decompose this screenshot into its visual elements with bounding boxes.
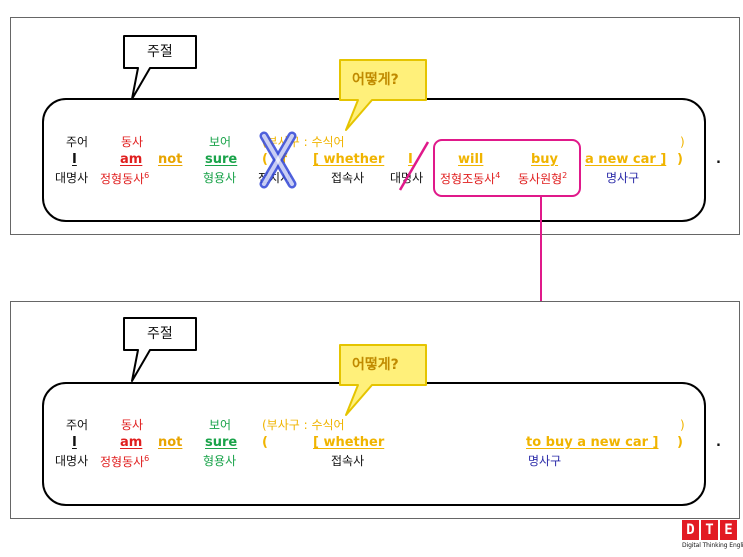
bottom-word-whether: [ whether bbox=[313, 435, 385, 450]
bottom-role-complement: 보어 bbox=[209, 418, 232, 432]
bottom-word-not: not bbox=[158, 435, 183, 450]
top-pos-modal-sup: 4 bbox=[495, 171, 501, 180]
top-pos-base-verb-sup: 2 bbox=[562, 171, 568, 180]
top-word-not: not bbox=[158, 152, 183, 167]
bottom-sentence-box bbox=[42, 382, 706, 506]
bottom-word-to-buy: to buy a new car ] bbox=[526, 435, 659, 450]
top-callout-how bbox=[339, 59, 427, 131]
bottom-callout-main-clause bbox=[123, 317, 197, 382]
bottom-role-verb: 동사 bbox=[121, 418, 144, 432]
top-word-whether: [ whether bbox=[313, 152, 385, 167]
cross-mark-icon bbox=[259, 131, 297, 189]
bottom-main-clause-text: 주절 bbox=[147, 326, 173, 342]
bottom-how-text: 어떻게? bbox=[352, 357, 399, 373]
bottom-role-adverb-phrase: (부사구 : 수식어 bbox=[262, 418, 345, 432]
top-word-i2: I bbox=[408, 152, 413, 167]
top-sentence-box bbox=[42, 98, 706, 222]
bottom-role-subject: 주어 bbox=[66, 418, 89, 432]
logo-letter-t: T bbox=[701, 520, 718, 540]
top-how-text: 어떻게? bbox=[352, 72, 399, 88]
logo-letter-d: D bbox=[682, 520, 699, 540]
highlight-box bbox=[433, 139, 581, 197]
top-main-clause-text: 주절 bbox=[147, 44, 173, 60]
logo-caption: Digital Thinking English bbox=[682, 542, 743, 549]
bottom-word-i: I bbox=[72, 435, 77, 450]
top-role-verb: 동사 bbox=[121, 135, 144, 149]
top-pos-linking-verb: 정형동사6 bbox=[100, 171, 150, 186]
top-pos-linking-verb-sup: 6 bbox=[144, 171, 150, 180]
top-word-sure: sure bbox=[205, 152, 238, 167]
top-pos-conjunction: 접속사 bbox=[331, 171, 365, 185]
top-word-car: a new car ] bbox=[585, 152, 667, 167]
top-pos-adjective: 형용사 bbox=[203, 171, 237, 185]
bottom-role-close: ) bbox=[680, 418, 685, 432]
logo-letter-e: E bbox=[720, 520, 737, 540]
top-word-am: am bbox=[120, 152, 143, 167]
bottom-pos-linking-verb: 정형동사6 bbox=[100, 454, 150, 469]
bottom-word-close: ) bbox=[677, 435, 683, 450]
top-period: . bbox=[716, 152, 721, 167]
bottom-pos-adjective: 형용사 bbox=[203, 454, 237, 468]
top-role-close: ) bbox=[680, 135, 685, 149]
top-pos-base-verb: 동사원형2 bbox=[518, 171, 568, 186]
top-pos-pronoun: 대명사 bbox=[55, 171, 89, 185]
bottom-word-sure: sure bbox=[205, 435, 238, 450]
bottom-word-am: am bbox=[120, 435, 143, 450]
top-pos-noun-phrase: 명사구 bbox=[606, 171, 640, 185]
bottom-callout-how bbox=[339, 344, 427, 416]
top-role-subject: 주어 bbox=[66, 135, 89, 149]
bottom-pos-pronoun: 대명사 bbox=[55, 454, 89, 468]
top-word-will: will bbox=[458, 152, 484, 167]
bottom-pos-linking-verb-sup: 6 bbox=[144, 454, 150, 463]
top-word-buy: buy bbox=[531, 152, 559, 167]
dte-logo: D T E Digital Thinking English bbox=[682, 520, 743, 549]
slash-mark bbox=[398, 141, 430, 191]
bottom-pos-conjunction: 접속사 bbox=[331, 454, 365, 468]
bottom-pos-noun-phrase: 명사구 bbox=[528, 454, 562, 468]
top-pos-modal: 정형조동사4 bbox=[440, 171, 501, 186]
bottom-period: . bbox=[716, 435, 721, 450]
top-role-complement: 보어 bbox=[209, 135, 232, 149]
bottom-word-open: ( bbox=[262, 435, 268, 450]
top-word-i: I bbox=[72, 152, 77, 167]
top-word-close: ) bbox=[677, 152, 683, 167]
